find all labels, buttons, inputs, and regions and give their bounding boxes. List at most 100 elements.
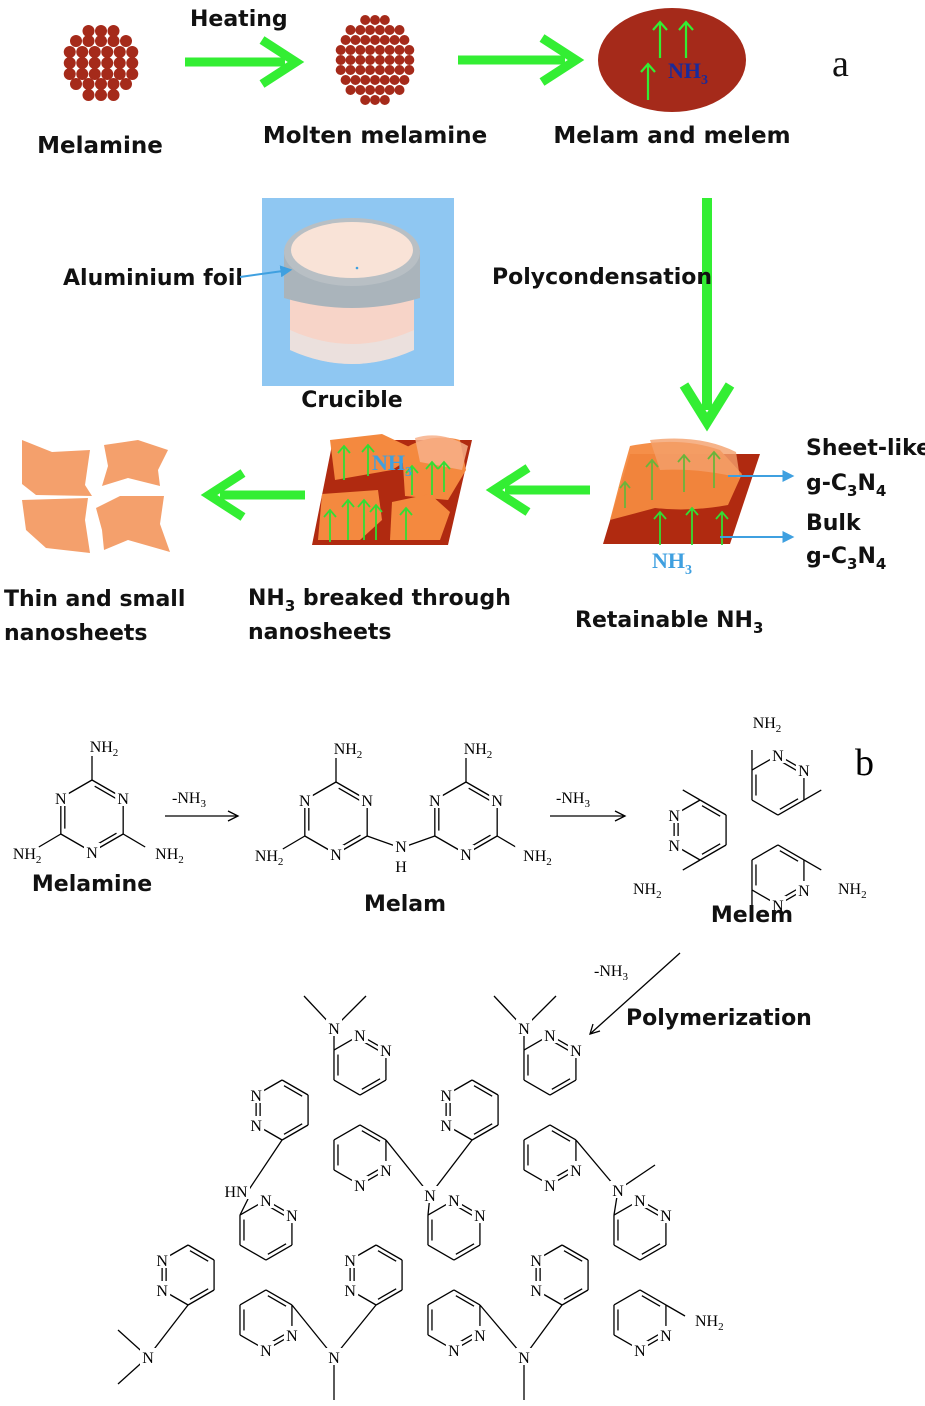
- atom-mask: [351, 1175, 368, 1193]
- atom-label: NH2: [464, 741, 493, 761]
- molten-dot: [389, 35, 400, 45]
- atom-label: N: [250, 1118, 262, 1135]
- chemical-bond: [281, 1079, 309, 1096]
- atom-label: N: [260, 1343, 272, 1360]
- chemical-bond: [429, 1139, 473, 1196]
- atom-label: N: [530, 1283, 542, 1300]
- melamine-dot: [70, 78, 82, 90]
- melamine-dot: [76, 46, 89, 58]
- atom-label: H: [395, 859, 407, 876]
- molten-dot: [355, 85, 366, 95]
- atom-mask: [666, 806, 683, 823]
- atom-mask: [438, 1116, 455, 1133]
- molten-dot: [345, 55, 356, 65]
- melamine-dot: [88, 46, 101, 58]
- atom-label: NH2: [155, 846, 184, 866]
- atom-mask: [296, 791, 313, 808]
- molten-dot: [365, 85, 376, 95]
- melamine-dot: [82, 89, 95, 101]
- minus-nh3-label-3: -NH3: [594, 963, 628, 983]
- chemical-bond: [777, 844, 805, 861]
- thin-small-label: Thin and small: [4, 587, 185, 612]
- atom-label: N: [286, 1328, 298, 1345]
- atom-mask: [795, 880, 812, 898]
- atom-mask: [283, 1206, 300, 1224]
- atom-label: N: [354, 1178, 366, 1195]
- molten-dot: [374, 25, 385, 35]
- atom-mask: [52, 789, 69, 806]
- atom-mask: [795, 761, 812, 779]
- molten-dot: [360, 15, 371, 25]
- atom-label: N: [570, 1043, 582, 1060]
- melamine-dot: [107, 78, 120, 90]
- reaction-arrow-2: -NH3: [550, 790, 627, 822]
- melamine-dot: [101, 57, 114, 69]
- chemical-bond: [265, 1244, 293, 1261]
- molten-dot: [404, 55, 415, 65]
- molten-dot: [394, 25, 405, 35]
- molten-dot: [370, 95, 380, 105]
- tray-nh3-label: NH3: [652, 548, 692, 578]
- atom-label: N: [250, 1088, 262, 1105]
- chemical-bond: [779, 798, 799, 810]
- chemical-bond: [239, 1289, 267, 1306]
- atom-mask: [248, 1086, 265, 1103]
- atom-label: N: [330, 847, 342, 864]
- melamine-dot: [107, 25, 120, 37]
- atom-mask: [516, 1348, 532, 1365]
- chemical-bond: [94, 785, 117, 800]
- atom-mask: [657, 1206, 674, 1224]
- atom-mask: [147, 844, 164, 861]
- atom-mask: [541, 1175, 558, 1193]
- atom-label: NH2: [90, 739, 119, 759]
- molten-dot: [394, 45, 405, 55]
- sheet-like-gcn-label: g-C3N4: [806, 471, 886, 500]
- chemical-bond: [549, 1079, 577, 1096]
- atom-mask: [567, 1160, 584, 1178]
- atom-label: N: [299, 793, 311, 810]
- chemical-bond: [455, 1243, 475, 1255]
- chemical-bond: [563, 1250, 583, 1262]
- chemical-bond: [453, 1244, 481, 1261]
- molten-dot: [379, 15, 390, 25]
- retainable-nh3-tray: NH3: [603, 438, 760, 578]
- atom-mask: [377, 1160, 394, 1178]
- chemical-bond: [682, 789, 701, 801]
- molten-dot: [345, 25, 356, 35]
- chemical-bond: [247, 1139, 283, 1192]
- polymerization-label: Polymerization: [626, 1006, 812, 1031]
- chemical-bond: [665, 1304, 686, 1317]
- molten-dot: [355, 65, 366, 75]
- atom-label: N: [156, 1253, 168, 1270]
- bulk-gcn-label: g-C3N4: [806, 544, 886, 573]
- melem-structure-label: Melem: [711, 903, 793, 928]
- atom-mask: [528, 1281, 545, 1298]
- atom-label: N: [448, 1193, 460, 1210]
- breaked-nh3-label: NH3: [372, 450, 412, 480]
- minus-nh3-label-1: -NH3: [172, 790, 206, 810]
- molten-dot: [365, 65, 376, 75]
- chemical-bond: [333, 1079, 361, 1096]
- atom-label: N: [668, 808, 680, 825]
- atom-label: NH2: [13, 846, 42, 866]
- chemical-bond: [359, 1124, 387, 1141]
- molten-dot: [384, 25, 395, 35]
- atom-label: N: [660, 1328, 672, 1345]
- molten-dot: [394, 65, 405, 75]
- molten-dot: [355, 45, 366, 55]
- chemical-bond: [777, 799, 805, 816]
- retainable-nh3-label: Retainable NH3: [575, 608, 763, 637]
- chemical-bond: [361, 1130, 381, 1142]
- molten-dot: [365, 45, 376, 55]
- molten-dot: [399, 35, 410, 45]
- atom-mask: [759, 713, 775, 730]
- chemical-bond: [779, 850, 799, 862]
- melamine-dot: [82, 25, 95, 37]
- atom-mask: [257, 1340, 274, 1358]
- chemical-bond: [701, 843, 721, 855]
- molten-dot: [360, 75, 371, 85]
- atom-label: N: [474, 1328, 486, 1345]
- atom-mask: [567, 1041, 584, 1059]
- atom-mask: [657, 1325, 674, 1343]
- chemical-bond: [751, 799, 779, 816]
